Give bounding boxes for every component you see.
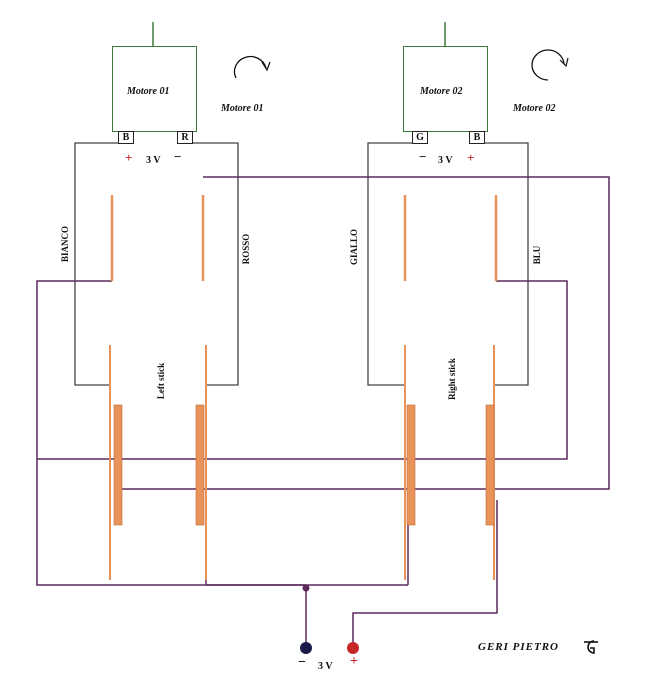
motor-01-body (112, 46, 197, 132)
motor-wires (74, 142, 529, 386)
junction-dot (302, 584, 310, 592)
motor-01-voltage: 3 V (146, 155, 161, 166)
motor-02-voltage: 3 V (438, 155, 453, 166)
motor-02-terminal-g: G (412, 131, 428, 144)
battery-positive-terminal (347, 642, 359, 654)
arrowhead-icon (261, 61, 271, 72)
wire-label-bianco: BIANCO (60, 226, 70, 263)
rotation-arrow-icon-motor-01 (233, 55, 267, 79)
wire-label-blu: BLU (532, 245, 542, 265)
motor-02-side-label: Motore 02 (513, 103, 556, 114)
battery-minus-sign: − (298, 655, 306, 670)
battery-plus-sign: + (350, 654, 358, 669)
motor-01-terminal-r: R (177, 131, 193, 144)
battery-voltage: 3 V (318, 661, 333, 672)
motor-01-plus-sign: + (125, 150, 133, 165)
wire-label-rosso: ROSSO (241, 233, 251, 265)
right-stick-label: Right stick (447, 358, 457, 400)
motor-01-terminal-b: B (118, 131, 134, 144)
upper-contacts (110, 195, 498, 281)
motor-02-terminal-b: B (469, 131, 485, 144)
wire-label-giallo: GIALLO (349, 229, 359, 266)
motor-02-body (403, 46, 488, 132)
motor-01-side-label: Motore 01 (221, 103, 264, 114)
motor-01-minus-sign: − (174, 149, 182, 164)
purple-wires (36, 176, 610, 643)
author-name: GERI PIETRO (478, 641, 559, 653)
battery-negative-terminal (300, 642, 312, 654)
motor-02-minus-sign: − (419, 149, 427, 164)
lower-contacts (109, 345, 495, 580)
motor-02-name: Motore 02 (420, 86, 463, 97)
author-logo-icon (584, 640, 598, 654)
motor-02-plus-sign: + (467, 150, 475, 165)
left-stick-label: Left stick (156, 362, 166, 400)
rotation-arrow-icon-motor-02 (531, 49, 565, 81)
arrowhead-icon (559, 57, 569, 68)
motor-01-name: Motore 01 (127, 86, 170, 97)
stick-blades (113, 404, 495, 526)
